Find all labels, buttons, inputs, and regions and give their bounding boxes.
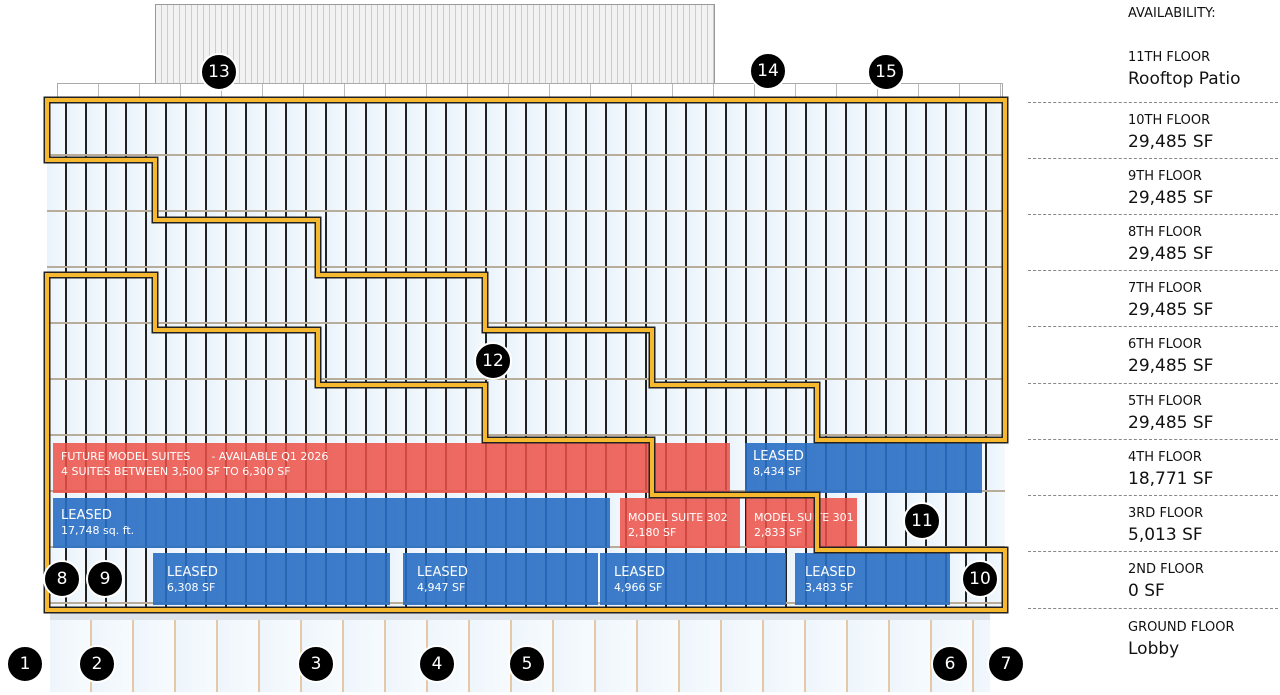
model-suite-302[interactable]: MODEL SUITE 302 2,180 SF: [620, 498, 740, 548]
floor-label: 8TH FLOOR: [1128, 225, 1202, 240]
floor-value: 29,485 SF: [1128, 413, 1214, 433]
marker-1[interactable]: 1: [6, 645, 44, 683]
floor-value: 0 SF: [1128, 581, 1165, 601]
floor-value: 29,485 SF: [1128, 188, 1214, 208]
floor-11[interactable]: 11TH FLOOR Rooftop Patio: [1128, 50, 1280, 89]
floor-value: 29,485 SF: [1128, 300, 1214, 320]
floor-10[interactable]: 10TH FLOOR 29,485 SF: [1128, 113, 1280, 152]
floor-7[interactable]: 7TH FLOOR 29,485 SF: [1128, 281, 1280, 320]
floor-6[interactable]: 6TH FLOOR 29,485 SF: [1128, 337, 1280, 376]
floor-value: 29,485 SF: [1128, 132, 1214, 152]
divider: [1028, 383, 1278, 384]
floor-label: 9TH FLOOR: [1128, 169, 1202, 184]
future-model-suites[interactable]: FUTURE MODEL SUITES - AVAILABLE Q1 2026 4…: [53, 443, 730, 493]
floor-label: 11TH FLOOR: [1128, 50, 1211, 65]
marker-10[interactable]: 10: [961, 560, 999, 598]
floor-5[interactable]: 5TH FLOOR 29,485 SF: [1128, 394, 1280, 433]
f2a-title: LEASED: [167, 565, 218, 580]
f3-leased-title: LEASED: [61, 508, 112, 523]
floor-label: 5TH FLOOR: [1128, 394, 1202, 409]
upper-available-outline: [43, 96, 1009, 444]
marker-14[interactable]: 14: [749, 52, 787, 90]
marker-5[interactable]: 5: [508, 645, 546, 683]
marker-8[interactable]: 8: [43, 560, 81, 598]
ms302-sub: 2,180 SF: [628, 526, 677, 539]
floor-value: 5,013 SF: [1128, 525, 1203, 545]
divider: [1028, 158, 1278, 159]
floor-label: 6TH FLOOR: [1128, 337, 1202, 352]
floor-label: 10TH FLOOR: [1128, 113, 1211, 128]
future-sub: 4 SUITES BETWEEN 3,500 SF TO 6,300 SF: [61, 465, 291, 478]
marker-3[interactable]: 3: [297, 645, 335, 683]
marker-7[interactable]: 7: [987, 645, 1025, 683]
marker-6[interactable]: 6: [931, 645, 969, 683]
floor-label: GROUND FLOOR: [1128, 620, 1235, 635]
divider: [1028, 439, 1278, 440]
f2b-title: LEASED: [417, 565, 468, 580]
f2d-title: LEASED: [805, 565, 856, 580]
f2b-sub: 4,947 SF: [417, 581, 466, 594]
f2c-title: LEASED: [614, 565, 665, 580]
floor-value: 29,485 SF: [1128, 356, 1214, 376]
marker-4[interactable]: 4: [418, 645, 456, 683]
model-suite-301[interactable]: MODEL SUITE 301 2,833 SF: [746, 498, 857, 548]
floor-value: Rooftop Patio: [1128, 69, 1241, 89]
divider: [1028, 214, 1278, 215]
ms301-sub: 2,833 SF: [754, 526, 803, 539]
penthouse: [155, 4, 715, 84]
marker-2[interactable]: 2: [78, 645, 116, 683]
floor-9[interactable]: 9TH FLOOR 29,485 SF: [1128, 169, 1280, 208]
marker-13[interactable]: 13: [200, 53, 238, 91]
floor-value: 18,771 SF: [1128, 469, 1214, 489]
availability-header: AVAILABILITY:: [1128, 6, 1216, 21]
future-title: FUTURE MODEL SUITES - AVAILABLE Q1 2026: [61, 450, 329, 463]
floor-label: 7TH FLOOR: [1128, 281, 1202, 296]
divider: [1028, 608, 1278, 609]
divider: [1028, 551, 1278, 552]
floor-ground[interactable]: GROUND FLOOR Lobby: [1128, 620, 1280, 659]
divider: [1028, 495, 1278, 496]
ms301-title: MODEL SUITE 301: [754, 511, 854, 524]
ms302-title: MODEL SUITE 302: [628, 511, 728, 524]
divider: [1028, 102, 1278, 103]
marker-9[interactable]: 9: [86, 560, 124, 598]
marker-15[interactable]: 15: [867, 53, 905, 91]
floor-4[interactable]: 4TH FLOOR 18,771 SF: [1128, 450, 1280, 489]
floor-label: 2ND FLOOR: [1128, 562, 1204, 577]
floor-8[interactable]: 8TH FLOOR 29,485 SF: [1128, 225, 1280, 264]
divider: [1028, 270, 1278, 271]
floor-3[interactable]: 3RD FLOOR 5,013 SF: [1128, 506, 1280, 545]
f4-leased-sub: 8,434 SF: [753, 465, 802, 478]
f2d-sub: 3,483 SF: [805, 581, 854, 594]
f3-leased-sub: 17,748 sq. ft.: [61, 524, 135, 537]
f4-leased-title: LEASED: [753, 449, 804, 464]
marker-12[interactable]: 12: [474, 342, 512, 380]
f2c-sub: 4,966 SF: [614, 581, 663, 594]
floor-2[interactable]: 2ND FLOOR 0 SF: [1128, 562, 1280, 601]
floor-value: 29,485 SF: [1128, 244, 1214, 264]
marker-11[interactable]: 11: [903, 502, 941, 540]
floor-label: 4TH FLOOR: [1128, 450, 1202, 465]
f2a-sub: 6,308 SF: [167, 581, 216, 594]
floor-label: 3RD FLOOR: [1128, 506, 1204, 521]
floor-value: Lobby: [1128, 639, 1180, 659]
divider: [1028, 326, 1278, 327]
